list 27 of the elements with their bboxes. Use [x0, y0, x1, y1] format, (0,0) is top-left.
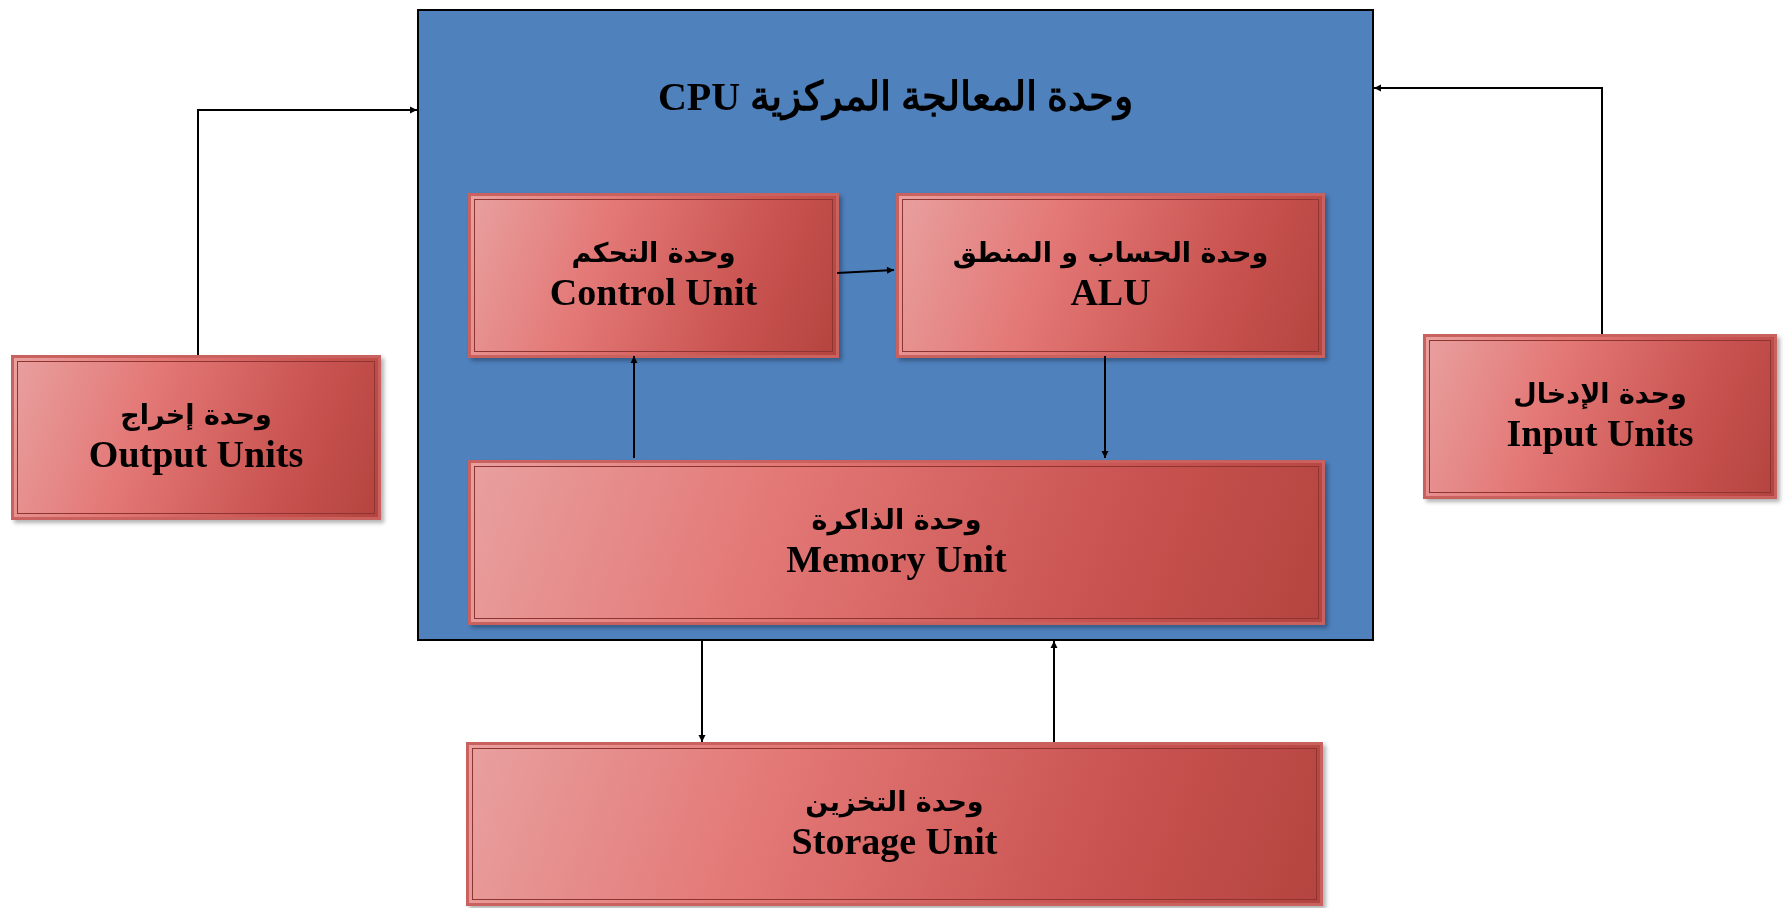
english-label: ALU	[1070, 270, 1151, 314]
unit-box	[11, 355, 381, 520]
unit-box	[468, 460, 1325, 625]
unit-box	[1423, 334, 1777, 499]
arabic-label: وحدة الإدخال	[1513, 378, 1687, 409]
arrow	[1050, 640, 1058, 743]
arrow	[836, 266, 895, 274]
english-label: Storage Unit	[791, 818, 998, 863]
arrow	[197, 106, 418, 356]
unit-box	[466, 742, 1323, 906]
english-label: Output Units	[88, 432, 304, 476]
cpu-panel	[417, 9, 1374, 641]
arrow	[1101, 355, 1109, 459]
english-label: Control Unit	[549, 270, 758, 314]
unit-box	[896, 193, 1325, 358]
english-label: Input Units	[1506, 411, 1694, 455]
english-label: Memory Unit	[786, 537, 1007, 581]
arabic-label: وحدة إخراج	[120, 399, 272, 430]
arrow	[1373, 84, 1603, 335]
arrow	[698, 640, 706, 743]
arabic-label: وحدة التحكم	[571, 237, 736, 268]
arabic-label: وحدة الذاكرة	[811, 504, 982, 535]
arabic-label: وحدة التخزين	[805, 785, 984, 817]
unit-box	[468, 193, 839, 358]
arrow	[630, 355, 638, 459]
panel-title: وحدة المعالجة المركزية CPU	[656, 73, 1135, 120]
arabic-label: وحدة الحساب و المنطق	[952, 237, 1269, 268]
